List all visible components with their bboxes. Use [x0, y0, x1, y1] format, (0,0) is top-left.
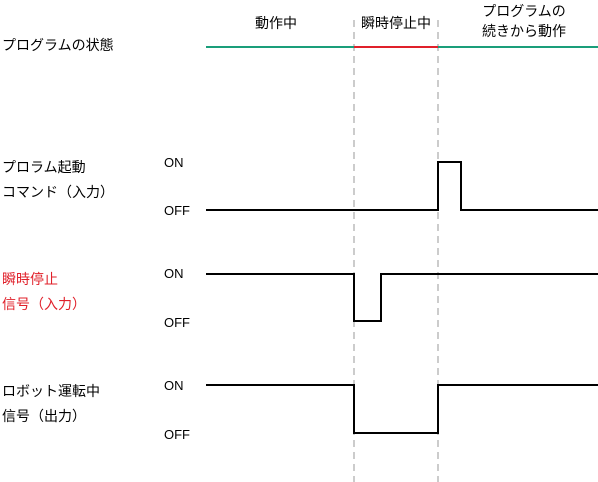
robot-running-on-label: ON [164, 378, 184, 393]
state-resume-label-line2: 続きから動作 [482, 24, 566, 40]
state-running-label: 動作中 [255, 16, 297, 32]
start-command-off-label: OFF [164, 203, 190, 218]
waveform-momentary-stop [206, 273, 598, 322]
signal-start-command-label-line2: コマンド（入力） [2, 185, 114, 201]
start-command-on-label: ON [164, 155, 184, 170]
signal-momentary-stop-label-line2: 信号（入力） [2, 297, 86, 313]
state-paused-label: 瞬時停止中 [361, 16, 431, 32]
momentary-stop-off-label: OFF [164, 315, 190, 330]
state-resume-label-line1: プログラムの [482, 4, 566, 20]
signal-momentary-stop-label-line1: 瞬時停止 [2, 272, 58, 288]
waveform-start-command [206, 161, 598, 211]
waveform-robot-running [206, 384, 598, 434]
signal-robot-running-label-line2: 信号（出力） [2, 409, 86, 425]
program-state-row-label: プログラムの状態 [2, 38, 114, 54]
robot-running-off-label: OFF [164, 427, 190, 442]
momentary-stop-on-label: ON [164, 266, 184, 281]
signal-robot-running-label-line1: ロボット運転中 [2, 384, 100, 400]
signal-start-command-label-line1: プロラム起動 [2, 160, 86, 176]
